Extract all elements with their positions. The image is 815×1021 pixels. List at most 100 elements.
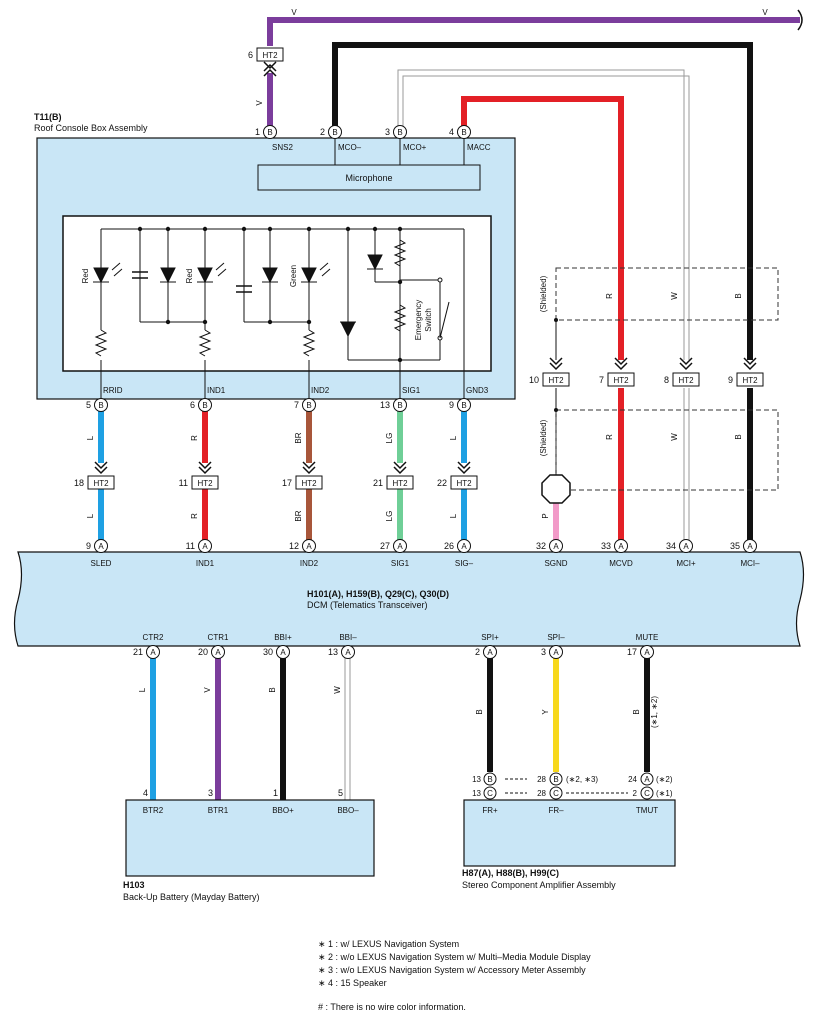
wire-label-l-c: L: [138, 687, 147, 692]
svg-text:CTR2: CTR2: [143, 633, 164, 642]
wire-b-mco: [332, 42, 753, 540]
dcm-ref: H101(A), H159(B), Q29(C), Q30(D): [307, 589, 449, 599]
wire-label-w-c: W: [333, 686, 342, 694]
svg-text:A: A: [553, 648, 559, 657]
roof-bottom-pins: RRID B 5 IND1 B 6 IND2 B 7 SIG1 B 13 GND…: [86, 386, 489, 412]
wire-label-l-a2: L: [449, 435, 458, 440]
wire-label-b-d: B: [475, 709, 484, 714]
footnotes: ∗ 1 : w/ LEXUS Navigation System ∗ 2 : w…: [318, 938, 798, 1014]
svg-text:35: 35: [730, 541, 740, 551]
wire-label-br-b1: BR: [294, 510, 303, 521]
svg-text:HT2: HT2: [456, 479, 472, 488]
shielded-label-1: (Shielded): [539, 275, 548, 312]
circuit-nodes: [137, 226, 403, 363]
inner-to-pin-leads: [100, 371, 465, 399]
svg-text:3: 3: [541, 647, 546, 657]
led-arrows: [111, 262, 331, 277]
dcm-name: DCM (Telematics Transceiver): [307, 600, 428, 610]
svg-text:HT2: HT2: [678, 376, 694, 385]
svg-text:C: C: [553, 789, 559, 798]
svg-text:IND2: IND2: [311, 386, 330, 395]
svg-text:IND1: IND1: [207, 386, 226, 395]
dcm-box: [13, 551, 805, 647]
svg-text:10: 10: [529, 375, 539, 385]
svg-text:21: 21: [133, 647, 143, 657]
amplifier-pins: FR+ FR– TMUT 13 B 28 B (∗2, ∗3) 13 C 28 …: [472, 772, 673, 815]
svg-text:A: A: [306, 542, 312, 551]
svg-text:24: 24: [628, 775, 637, 784]
svg-text:A: A: [644, 775, 650, 784]
svg-text:A: A: [553, 542, 559, 551]
svg-text:8: 8: [664, 375, 669, 385]
battery-box: [125, 799, 375, 877]
svg-text:34: 34: [666, 541, 676, 551]
svg-text:A: A: [618, 542, 624, 551]
svg-text:B: B: [397, 128, 402, 137]
svg-text:(∗2): (∗2): [656, 775, 673, 784]
svg-text:22: 22: [437, 478, 447, 488]
svg-text:27: 27: [380, 541, 390, 551]
svg-text:26: 26: [444, 541, 454, 551]
svg-text:A: A: [150, 648, 156, 657]
svg-text:30: 30: [263, 647, 273, 657]
svg-text:A: A: [683, 542, 689, 551]
amplifier-box: [463, 799, 676, 867]
dcm-bottom-pins: CTR2 A 21 CTR1 A 20 BBI+ A 30 BBI– A 13 …: [133, 633, 658, 659]
indicator-circuit: [100, 228, 465, 371]
microphone-label: Microphone: [345, 173, 392, 183]
svg-text:1: 1: [273, 788, 278, 798]
svg-text:FR–: FR–: [548, 806, 564, 815]
svg-text:SPI+: SPI+: [481, 633, 499, 642]
svg-text:B: B: [553, 775, 558, 784]
footnote-4: ∗ 4 : 15 Speaker: [318, 978, 387, 988]
svg-text:9: 9: [728, 375, 733, 385]
roof-console-name: Roof Console Box Assembly: [34, 123, 148, 133]
svg-text:B: B: [306, 401, 311, 410]
svg-text:SNS2: SNS2: [272, 143, 293, 152]
svg-text:BTR1: BTR1: [208, 806, 229, 815]
wire-r-macc: [461, 96, 624, 540]
svg-text:7: 7: [294, 400, 299, 410]
wire-label-r-2: R: [605, 434, 614, 440]
svg-text:11: 11: [179, 478, 188, 488]
svg-text:B: B: [461, 128, 466, 137]
svg-text:13: 13: [328, 647, 338, 657]
svg-text:SIG1: SIG1: [402, 386, 421, 395]
ht2-connectors: HT2 6 HT2 10 HT2 7 HT2 8 HT2 9 HT2: [74, 47, 764, 490]
svg-text:HT2: HT2: [93, 479, 109, 488]
shield-box-top: [555, 267, 779, 321]
svg-text:3: 3: [208, 788, 213, 798]
wire-label-r-a1: R: [190, 435, 199, 441]
svg-text:FR+: FR+: [482, 806, 498, 815]
svg-text:BBO–: BBO–: [337, 806, 359, 815]
svg-text:MUTE: MUTE: [636, 633, 659, 642]
indicator-circuit-box: [62, 215, 492, 372]
svg-text:C: C: [644, 789, 650, 798]
svg-text:GND3: GND3: [466, 386, 489, 395]
svg-text:HT2: HT2: [392, 479, 408, 488]
svg-text:33: 33: [601, 541, 611, 551]
wire-end-squiggle: [797, 9, 803, 31]
svg-text:A: A: [461, 542, 467, 551]
svg-text:HT2: HT2: [742, 376, 758, 385]
led-label-red-2: Red: [185, 269, 194, 284]
svg-text:BBI–: BBI–: [339, 633, 357, 642]
wire-label-lg-b1: LG: [385, 511, 394, 522]
amplifier-name: Stereo Component Amplifier Assembly: [462, 880, 616, 890]
svg-text:A: A: [747, 542, 753, 551]
svg-text:28: 28: [537, 789, 546, 798]
wire-w-mco-plus-a: [397, 69, 685, 540]
svg-text:(∗1): (∗1): [656, 789, 673, 798]
svg-text:SLED: SLED: [91, 559, 112, 568]
svg-text:1: 1: [255, 127, 260, 137]
svg-text:MCI+: MCI+: [676, 559, 696, 568]
wire-label-v-vert: V: [255, 100, 264, 106]
wire-label-w-1: W: [670, 292, 679, 300]
battery-name: Back-Up Battery (Mayday Battery): [123, 892, 260, 902]
battery-ref: H103: [123, 880, 145, 890]
svg-text:B: B: [461, 401, 466, 410]
svg-text:HT2: HT2: [301, 479, 317, 488]
svg-text:A: A: [215, 648, 221, 657]
wire-label-r-b1: R: [190, 513, 199, 519]
